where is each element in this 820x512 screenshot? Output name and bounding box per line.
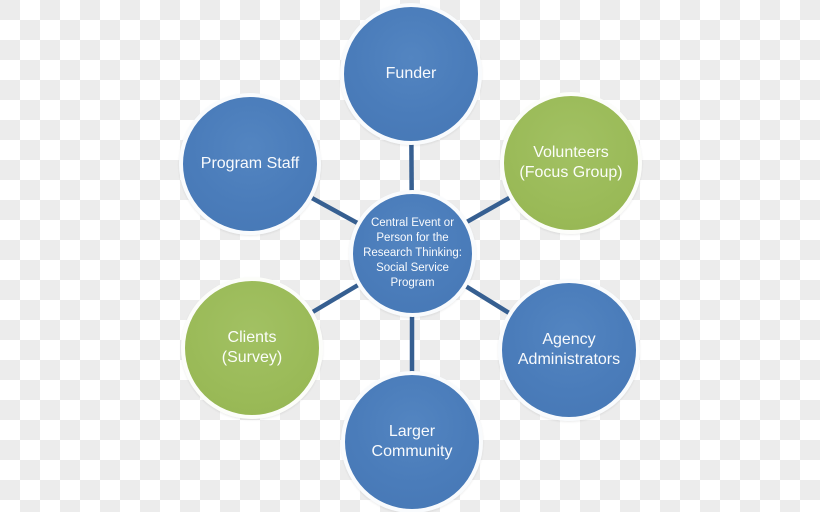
node-program-staff: Program Staff <box>179 93 321 235</box>
node-larger-community: Larger Community <box>341 371 483 512</box>
node-larger-community-label: Larger Community <box>371 423 453 460</box>
node-volunteers: Volunteers (Focus Group) <box>500 92 642 234</box>
node-funder: Funder <box>340 3 482 145</box>
node-clients-label: Clients (Survey) <box>221 329 283 366</box>
node-agency-administrators: Agency Administrators <box>498 279 640 421</box>
node-agency-administrators-label: Agency Administrators <box>517 331 621 368</box>
node-funder-label: Funder <box>385 65 437 82</box>
node-central-label: Central Event or Person for the Research… <box>363 217 462 289</box>
node-clients: Clients (Survey) <box>181 277 323 419</box>
node-program-staff-label: Program Staff <box>200 155 300 172</box>
node-central: Central Event or Person for the Research… <box>349 190 476 317</box>
node-volunteers-label: Volunteers (Focus Group) <box>519 144 623 181</box>
